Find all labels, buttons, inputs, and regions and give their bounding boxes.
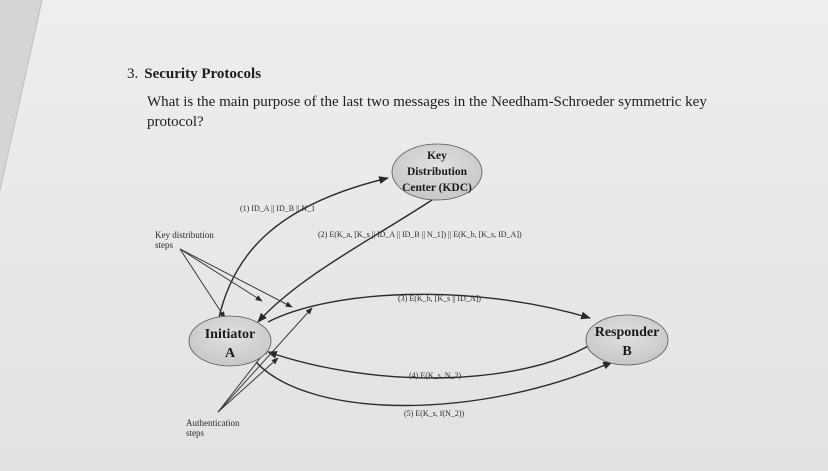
question-text: What is the main purpose of the last two… xyxy=(147,94,707,130)
page-edge-shadow xyxy=(0,0,43,191)
authentication-label: Authentication xyxy=(186,418,240,428)
kdc-label-line1: Key xyxy=(427,150,447,162)
message-1-label: (1) ID_A || ID_B || N_1 xyxy=(240,204,315,213)
initiator-label-line2: A xyxy=(225,346,236,361)
msg4-arrow xyxy=(267,344,591,379)
authentication-steps-label: steps xyxy=(186,428,204,438)
msg3-arrow xyxy=(267,293,591,323)
kdc-node xyxy=(391,143,483,201)
key-distribution-pointers xyxy=(179,248,293,319)
kdc-label-line3: Center (KDC) xyxy=(402,182,472,194)
message-5-label: (5) E(K_s, f(N_2)) xyxy=(404,409,465,418)
responder-node xyxy=(585,314,669,366)
message-4-label: (4) E(K_s, N_2) xyxy=(409,371,462,380)
key-distribution-steps-label: steps xyxy=(155,240,173,250)
key-distribution-label: Key distribution xyxy=(155,230,214,240)
msg5-arrow xyxy=(255,361,613,407)
question-number: 3. xyxy=(127,66,139,82)
msg1-arrow xyxy=(217,176,389,323)
msg2-arrow xyxy=(257,195,439,323)
responder-label-line1: Responder xyxy=(595,325,660,340)
initiator-label-line1: Initiator xyxy=(205,327,256,342)
responder-label-line2: B xyxy=(622,344,631,359)
kdc-label-line2: Distribution xyxy=(407,166,468,178)
question-heading: 3. Security Protocols xyxy=(127,66,261,83)
message-2-label: (2) E(K_a, [K_s || ID_A || ID_B || N_1])… xyxy=(318,230,522,239)
question-title: Security Protocols xyxy=(144,66,262,82)
message-3-label: (3) E(K_b, [K_s || ID_A]) xyxy=(398,294,481,303)
initiator-node xyxy=(188,315,272,367)
